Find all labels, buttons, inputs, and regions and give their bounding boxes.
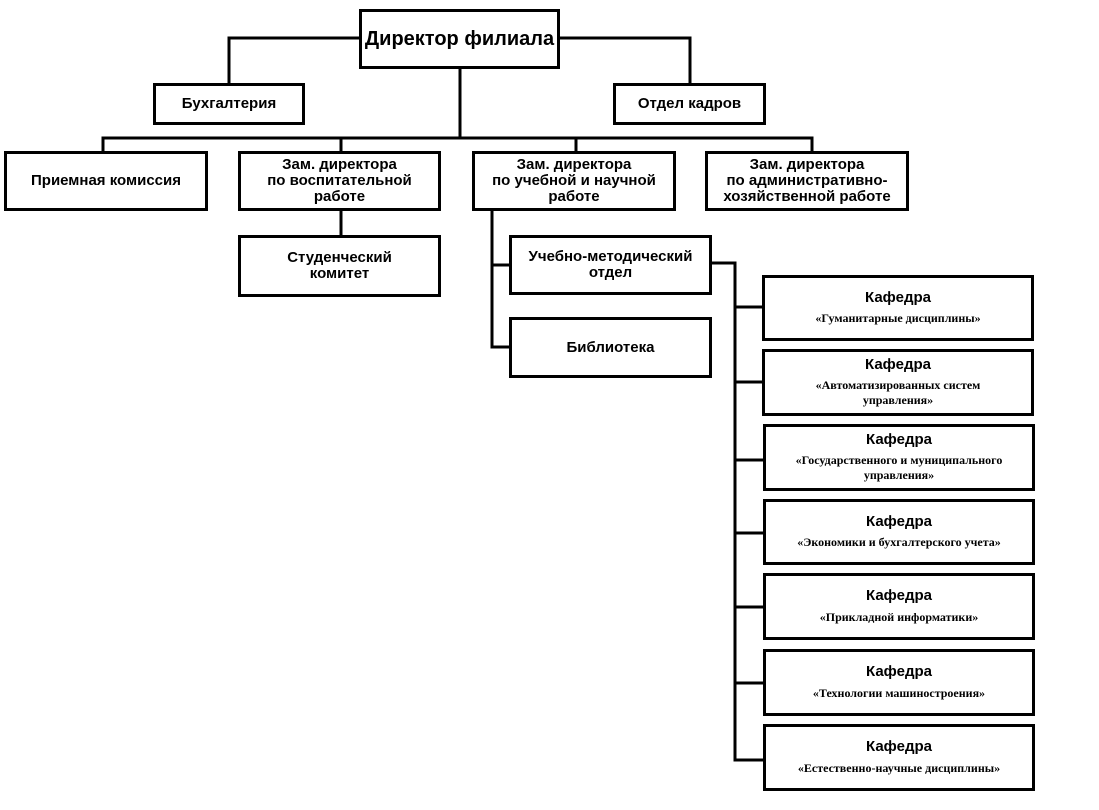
department-title: Кафедра <box>865 355 931 373</box>
student-committee-box: Студенческий комитет <box>238 235 441 297</box>
deputy-education-box: Зам. директора по воспитательной работе <box>238 151 441 211</box>
department-box: Кафедра «Автоматизированных систем управ… <box>762 349 1034 416</box>
department-title: Кафедра <box>866 587 932 605</box>
deputy-academic-box: Зам. директора по учебной и научной рабо… <box>472 151 676 211</box>
department-name: «Автоматизированных систем управления» <box>815 378 981 408</box>
director-box: Директор филиала <box>359 9 560 69</box>
department-box: Кафедра «Экономики и бухгалтерского учет… <box>763 499 1035 565</box>
library-label: Библиотека <box>566 338 655 356</box>
deputy-academic-label: Зам. директора по учебной и научной рабо… <box>492 156 656 205</box>
department-name: «Технологии машиностроения» <box>812 685 986 700</box>
department-box: Кафедра «Гуманитарные дисциплины» <box>762 275 1034 341</box>
deputy-education-label: Зам. директора по воспитательной работе <box>267 156 412 205</box>
admissions-label: Приемная комиссия <box>31 172 181 190</box>
department-title: Кафедра <box>866 663 932 681</box>
department-box: Кафедра «Прикладной информатики» <box>763 573 1035 640</box>
accounting-box: Бухгалтерия <box>153 83 305 125</box>
admissions-box: Приемная комиссия <box>4 151 208 211</box>
department-name: «Прикладной информатики» <box>819 609 979 624</box>
department-box: Кафедра «Технологии машиностроения» <box>763 649 1035 716</box>
hr-box: Отдел кадров <box>613 83 766 125</box>
hr-label: Отдел кадров <box>637 95 742 113</box>
department-title: Кафедра <box>866 430 932 448</box>
department-box: Кафедра «Государственного и муниципально… <box>763 424 1035 491</box>
methodical-dept-box: Учебно-методический отдел <box>509 235 712 295</box>
department-name: «Естественно-научные дисциплины» <box>797 760 1001 775</box>
department-name: «Государственного и муниципального управ… <box>795 453 1003 483</box>
department-name: «Экономики и бухгалтерского учета» <box>797 535 1001 550</box>
student-committee-label: Студенческий комитет <box>287 249 392 282</box>
deputy-admin-label: Зам. директора по административно- хозяй… <box>723 156 891 205</box>
deputy-admin-box: Зам. директора по административно- хозяй… <box>705 151 909 211</box>
director-label: Директор филиала <box>364 27 555 50</box>
department-title: Кафедра <box>866 738 932 756</box>
department-box: Кафедра «Естественно-научные дисциплины» <box>763 724 1035 791</box>
methodical-dept-label: Учебно-методический отдел <box>528 248 693 281</box>
department-name: «Гуманитарные дисциплины» <box>815 311 981 326</box>
library-box: Библиотека <box>509 317 712 378</box>
department-title: Кафедра <box>865 288 931 306</box>
accounting-label: Бухгалтерия <box>181 95 277 113</box>
department-title: Кафедра <box>866 512 932 530</box>
